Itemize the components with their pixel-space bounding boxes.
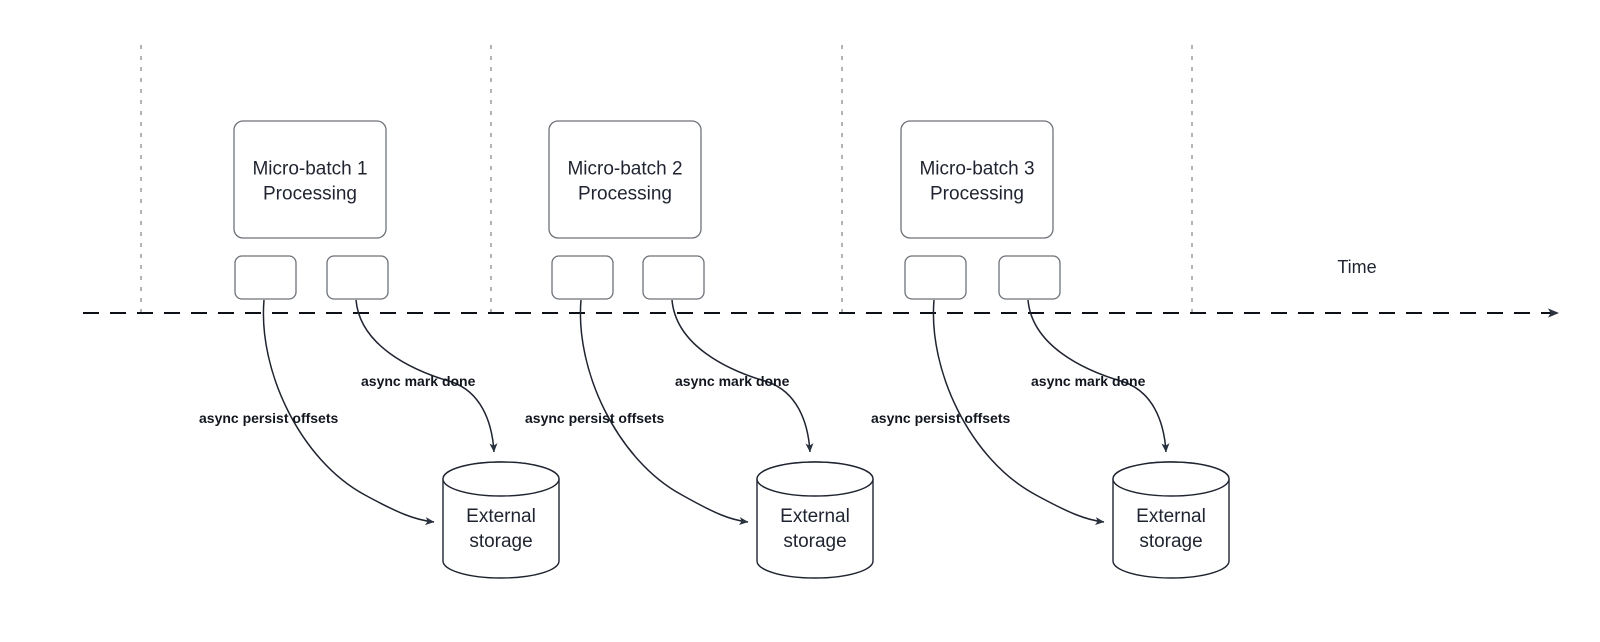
edge-label-mark-done-3: async mark done (1031, 373, 1146, 389)
time-axis-label: Time (1337, 257, 1376, 277)
edge-persist-offsets-2 (579, 299, 749, 526)
batch-box-2[interactable] (548, 120, 702, 239)
batch-box-label-line1-2: Micro-batch 2 (567, 159, 682, 180)
storage-cylinder-top-1 (442, 461, 560, 497)
batch-box-label-line1-1: Micro-batch 1 (252, 159, 367, 180)
batch-box-label-line2-3: Processing (930, 184, 1024, 205)
storage-label-line2-1: storage (469, 531, 532, 552)
storage-cylinder-top-3 (1112, 461, 1230, 497)
batch-box-label-line1-3: Micro-batch 3 (919, 159, 1034, 180)
batch-box-1[interactable] (233, 120, 387, 239)
edge-label-mark-done-2: async mark done (675, 373, 790, 389)
batch-box-label-line2-2: Processing (578, 184, 672, 205)
edge-persist-offsets-1 (262, 299, 435, 526)
edge-label-persist-offsets-3: async persist offsets (871, 410, 1010, 426)
task-box-task-1a[interactable] (234, 255, 297, 300)
storage-label-line2-2: storage (783, 531, 846, 552)
storage-label-line2-3: storage (1139, 531, 1202, 552)
edge-label-persist-offsets-1: async persist offsets (199, 410, 338, 426)
time-axis-group: Time (83, 257, 1559, 318)
edge-label-mark-done-1: async mark done (361, 373, 476, 389)
task-box-task-2a[interactable] (551, 255, 614, 300)
task-box-task-3b[interactable] (998, 255, 1061, 300)
edge-persist-offsets-3 (932, 299, 1105, 526)
storage-label-line1-2: External (780, 506, 850, 527)
task-box-task-1b[interactable] (326, 255, 389, 300)
batch-box-label-line2-1: Processing (263, 184, 357, 205)
batch-box-3[interactable] (900, 120, 1054, 239)
edge-label-persist-offsets-2: async persist offsets (525, 410, 664, 426)
guide-lines-group (140, 45, 1193, 320)
task-box-task-2b[interactable] (642, 255, 705, 300)
storage-cylinder-top-2 (756, 461, 874, 497)
edge-mark-done-1 (355, 299, 498, 453)
task-box-task-3a[interactable] (904, 255, 967, 300)
storage-label-line1-3: External (1136, 506, 1206, 527)
storage-label-line1-1: External (466, 506, 536, 527)
edge-mark-done-2 (671, 299, 814, 453)
edge-mark-done-3 (1027, 299, 1170, 453)
